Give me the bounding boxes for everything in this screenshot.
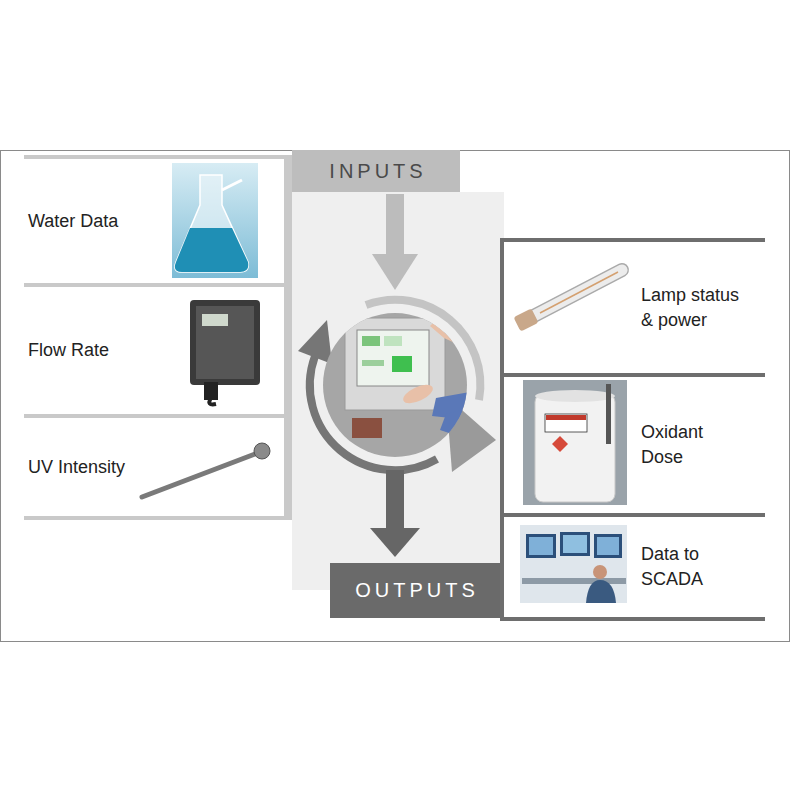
lamp-outline (526, 270, 622, 320)
screen-button (392, 356, 412, 372)
lamp-cap (513, 308, 538, 331)
monitor (526, 534, 556, 558)
output-box: Oxidant Dose (503, 373, 765, 513)
flask-liquid (175, 228, 248, 272)
tank-placard (545, 414, 587, 432)
node-label: Oxidant Dose (641, 420, 749, 470)
monitor (594, 534, 622, 558)
flask-arm (222, 180, 242, 190)
panel-housing (345, 318, 445, 410)
output-box: Lamp status & power (503, 238, 765, 373)
meter-face (196, 306, 254, 379)
sensor-head (254, 443, 270, 459)
output-arrow (370, 470, 420, 557)
output-box: Data to SCADA (503, 513, 765, 621)
input-box: Water Data (24, 155, 284, 283)
monitor-screen (597, 537, 619, 555)
control-panel-photo (320, 310, 470, 460)
monitor-screen (563, 535, 587, 553)
node-label: Water Data (28, 209, 118, 234)
operator-hand (430, 320, 470, 350)
input-arrow (372, 194, 418, 290)
operator-body (586, 580, 616, 603)
uv-sensor-photo (142, 443, 270, 497)
panel-switch (352, 418, 382, 438)
photo-ground (320, 310, 470, 460)
uv-lamp-photo (513, 270, 622, 332)
tank-body (535, 394, 615, 502)
lamp-filament (540, 272, 618, 313)
screen-bar (362, 360, 384, 366)
node-label: Flow Rate (28, 338, 109, 363)
oxidant-tank-photo (523, 380, 627, 505)
placard-band (546, 415, 586, 420)
desk (522, 578, 626, 584)
flow-meter-photo (190, 300, 260, 404)
node-label: Lamp status & power (641, 283, 749, 333)
meter-sensor (204, 382, 218, 400)
center-panel (292, 192, 504, 590)
flask-photo (172, 163, 258, 278)
operator-hand (401, 381, 436, 407)
heading-band: OUTPUTS (330, 563, 500, 618)
panel-screen (357, 330, 429, 386)
hazard-diamond (552, 436, 568, 452)
node-label: OUTPUTS (351, 578, 479, 603)
node-label: UV Intensity (28, 455, 125, 480)
monitor-screen (529, 537, 553, 555)
screen-button (384, 336, 402, 346)
cycle-arrows (298, 300, 496, 472)
input-bar (284, 155, 292, 520)
monitor (560, 532, 590, 556)
photo-ground (523, 380, 627, 505)
photo-ground (172, 163, 258, 278)
flask-glass (175, 175, 248, 272)
cycle-arrowhead (298, 320, 332, 364)
operator-head (593, 565, 607, 579)
node-label: Data to SCADA (641, 542, 749, 592)
node-label: INPUTS (325, 159, 426, 184)
tank-top (535, 390, 615, 402)
outer-frame (1, 151, 790, 642)
meter-cable (209, 398, 216, 404)
arrow-shaft (386, 194, 404, 256)
output-bar (500, 238, 504, 621)
input-box: UV Intensity (24, 414, 284, 520)
heading-band: INPUTS (292, 150, 460, 192)
scada-photo (520, 525, 627, 603)
operator-sleeve (440, 408, 470, 440)
lamp-tube (526, 270, 622, 320)
sensor-rod (142, 454, 255, 497)
photo-ground (520, 525, 627, 603)
arrow-head (370, 528, 420, 557)
screen-button (362, 336, 380, 346)
tank-pipe (606, 384, 611, 444)
meter-housing (190, 300, 260, 385)
arrow-head (372, 254, 418, 290)
meter-display (202, 314, 228, 326)
arrow-shaft (386, 470, 404, 530)
input-box: Flow Rate (24, 283, 284, 414)
